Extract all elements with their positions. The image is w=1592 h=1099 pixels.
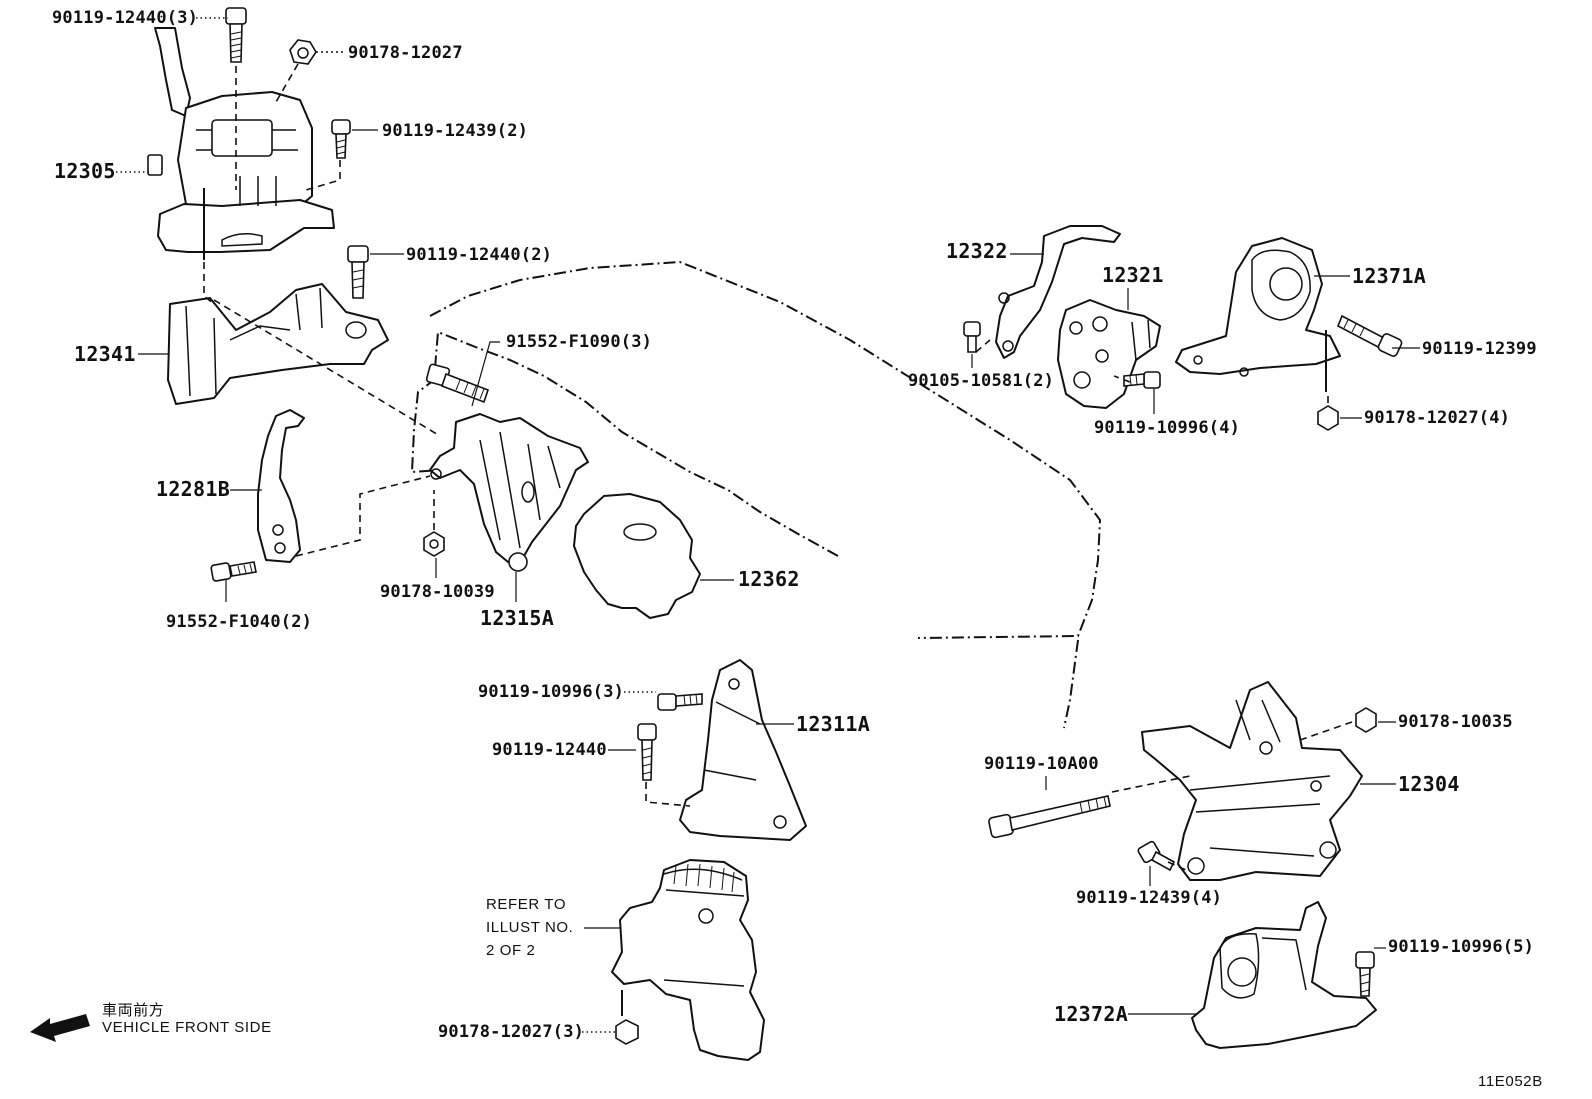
- bolt-90119-12440: [637, 723, 657, 781]
- label-12281b: 12281B: [156, 477, 231, 501]
- engine-outline: [410, 330, 839, 557]
- label-91552-f1040-2: 91552-F1040(2): [166, 612, 313, 632]
- part-12311a: [679, 659, 807, 841]
- bolt-90105-10581-2: [963, 321, 981, 353]
- label-90119-10a00: 90119-10A00: [984, 754, 1099, 774]
- label-90178-10035: 90178-10035: [1398, 712, 1513, 732]
- label-90119-10996-3: 90119-10996(3): [478, 682, 625, 702]
- refer-note-line-1: REFER TO: [486, 896, 567, 913]
- part-12372a: [1191, 901, 1377, 1049]
- part-12362: [573, 493, 701, 619]
- label-12372a: 12372A: [1054, 1002, 1129, 1026]
- refer-note-line-2: ILLUST NO.: [486, 919, 574, 936]
- left-arrow-icon: [30, 1014, 90, 1042]
- label-90178-12027-3: 90178-12027(3): [438, 1022, 585, 1042]
- bolt-90119-12399: [1336, 314, 1403, 357]
- label-90119-10996-5: 90119-10996(5): [1388, 937, 1535, 957]
- label-90119-12439-4: 90119-12439(4): [1076, 888, 1223, 908]
- label-12315a: 12315A: [480, 606, 555, 630]
- label-90119-12440-3: 90119-12440(3): [52, 8, 199, 28]
- bolt-90119-12439-4: [1137, 840, 1176, 872]
- bolt-90119-10996-3: [657, 693, 703, 711]
- part-12315a: [429, 413, 589, 572]
- label-90178-12027-4: 90178-12027(4): [1364, 408, 1511, 428]
- label-90119-12440-2: 90119-12440(2): [406, 245, 553, 265]
- bolt-90119-10a00: [988, 795, 1111, 839]
- label-12304: 12304: [1398, 772, 1460, 796]
- label-90119-12399: 90119-12399: [1422, 339, 1537, 359]
- nut-90178-10039: [423, 531, 445, 557]
- part-12341: [167, 283, 389, 405]
- part-refer-illustration-2: [611, 859, 765, 1061]
- label-12322: 12322: [946, 239, 1008, 263]
- label-90178-12027: 90178-12027: [348, 43, 463, 63]
- bolt-91552-f1040-2: [210, 561, 257, 582]
- bolt-90119-10996-5: [1355, 951, 1375, 997]
- bolt-90119-12439-2: [331, 119, 351, 159]
- label-90119-10996-4: 90119-10996(4): [1094, 418, 1241, 438]
- label-12321: 12321: [1102, 263, 1164, 287]
- direction-english: VEHICLE FRONT SIDE: [102, 1019, 272, 1036]
- label-91552-f1090-3: 91552-F1090(3): [506, 332, 653, 352]
- part-12321: [1057, 299, 1161, 409]
- part-12281b: [257, 409, 305, 563]
- direction-japanese: 車両前方: [102, 1002, 165, 1019]
- label-12362: 12362: [738, 567, 800, 591]
- nut-90178-12027-3: [615, 1019, 639, 1045]
- nut-90178-12027: [289, 39, 317, 65]
- label-12305: 12305: [54, 159, 116, 183]
- bolt-90119-12440-2: [347, 245, 369, 299]
- part-12322: [995, 225, 1121, 359]
- label-90105-10581-2: 90105-10581(2): [908, 371, 1055, 391]
- part-12305: [147, 27, 335, 260]
- figure-code: 11E052B: [1478, 1073, 1543, 1090]
- nut-90178-12027-4: [1317, 405, 1339, 431]
- nut-90178-10035: [1355, 707, 1377, 733]
- bolt-90119-10996-4: [1123, 371, 1161, 389]
- label-12311a: 12311A: [796, 712, 871, 736]
- part-12304: [1141, 681, 1363, 881]
- label-12371a: 12371A: [1352, 264, 1427, 288]
- bolt-90119-12440-3: [225, 7, 247, 63]
- label-90119-12440: 90119-12440: [492, 740, 607, 760]
- part-12371a: [1175, 237, 1341, 392]
- label-90178-10039: 90178-10039: [380, 582, 495, 602]
- refer-note-line-3: 2 OF 2: [486, 942, 536, 959]
- label-90119-12439-2: 90119-12439(2): [382, 121, 529, 141]
- bolt-91552-f1090-3: [425, 363, 490, 404]
- label-12341: 12341: [74, 342, 136, 366]
